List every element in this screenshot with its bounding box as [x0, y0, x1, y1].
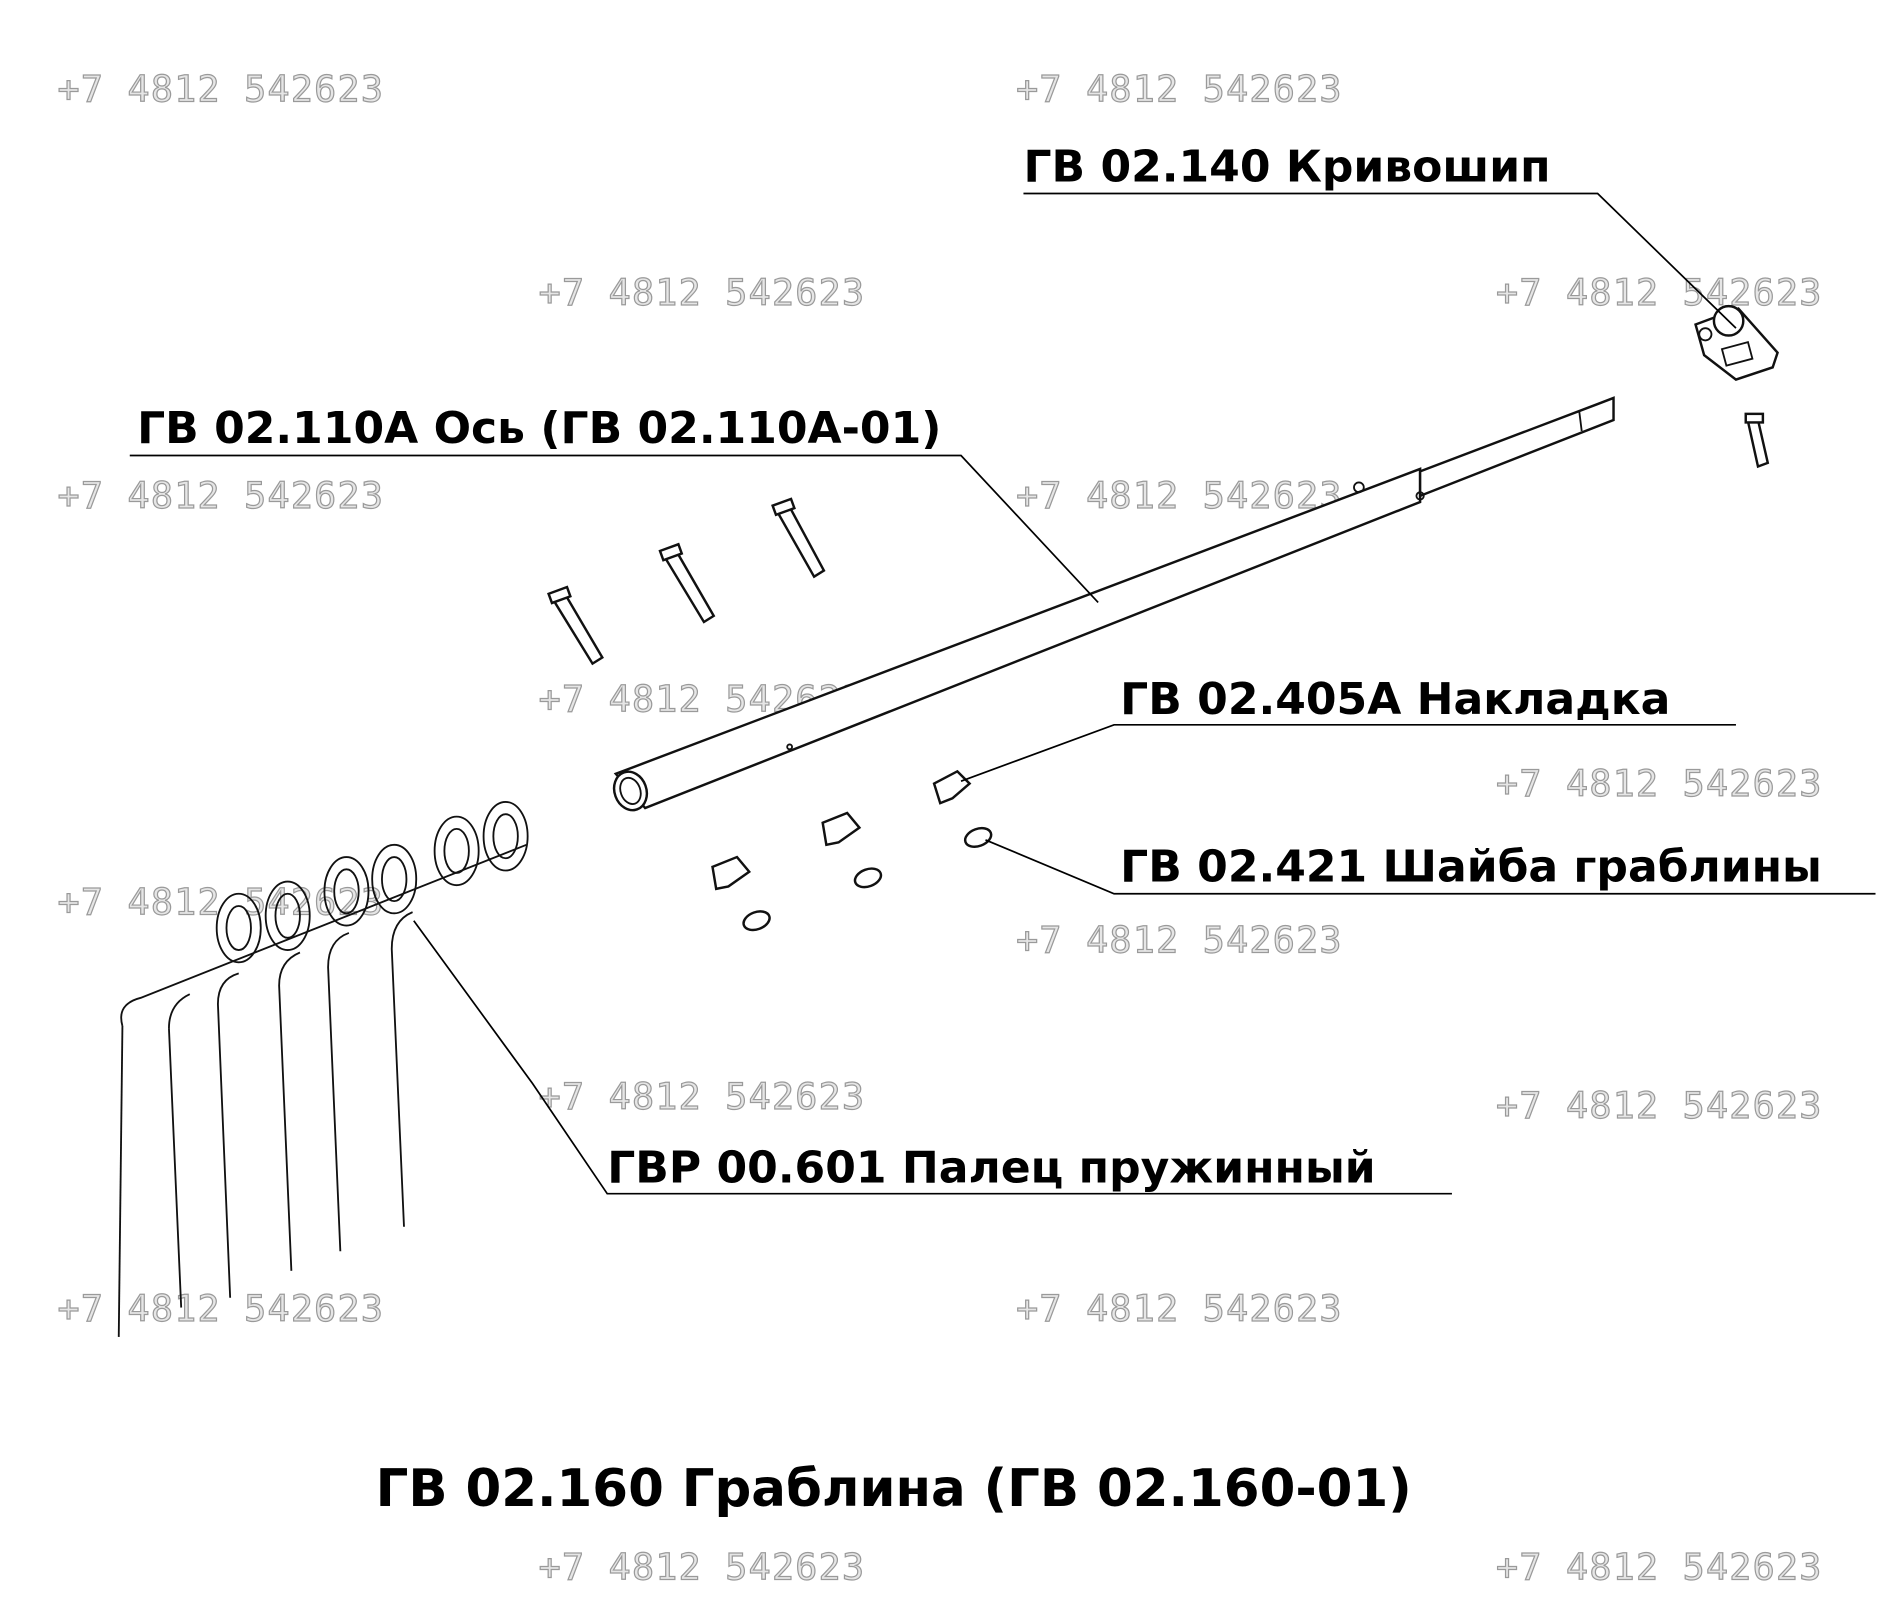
label-crank: ГВ 02.140 Кривошип [1023, 141, 1550, 192]
watermark: +7 4812 542623 [1016, 474, 1343, 517]
crank-drawing [1694, 304, 1779, 381]
leader-lines [129, 192, 1876, 1195]
diagram-title: ГВ 02.160 Граблина (ГВ 02.160-01) [376, 1459, 1412, 1519]
watermark: +7 4812 542623 [58, 1287, 385, 1330]
spring-fingers-drawing [117, 801, 529, 1337]
watermark: +7 4812 542623 [1496, 762, 1823, 805]
label-plate: ГВ 02.405А Накладка [1120, 674, 1670, 725]
watermark: +7 4812 542623 [539, 1075, 866, 1118]
watermark: +7 4812 542623 [58, 474, 385, 517]
watermark: +7 4812 542623 [1496, 1545, 1823, 1588]
plates-washers-drawing [711, 769, 993, 932]
watermark: +7 4812 542623 [539, 1545, 866, 1588]
watermark: +7 4812 542623 [58, 881, 385, 924]
watermark: +7 4812 542623 [1496, 271, 1823, 314]
watermarks: +7 4812 542623 +7 4812 542623 +7 4812 54… [57, 67, 1823, 1589]
label-axle: ГВ 02.110А Ось (ГВ 02.110А-01) [137, 403, 941, 454]
label-spring-finger: ГВР 00.601 Палец пружинный [607, 1143, 1375, 1194]
watermark: +7 4812 542623 [1016, 68, 1343, 111]
watermark: +7 4812 542623 [58, 68, 385, 111]
watermark: +7 4812 542623 [1496, 1084, 1823, 1127]
pins-drawing [547, 412, 1770, 666]
watermark: +7 4812 542623 [1016, 1287, 1343, 1330]
watermark: +7 4812 542623 [539, 271, 866, 314]
label-washer: ГВ 02.421 Шайба граблины [1120, 842, 1822, 893]
axle-shaft-drawing [612, 396, 1615, 812]
watermark: +7 4812 542623 [1016, 919, 1343, 962]
